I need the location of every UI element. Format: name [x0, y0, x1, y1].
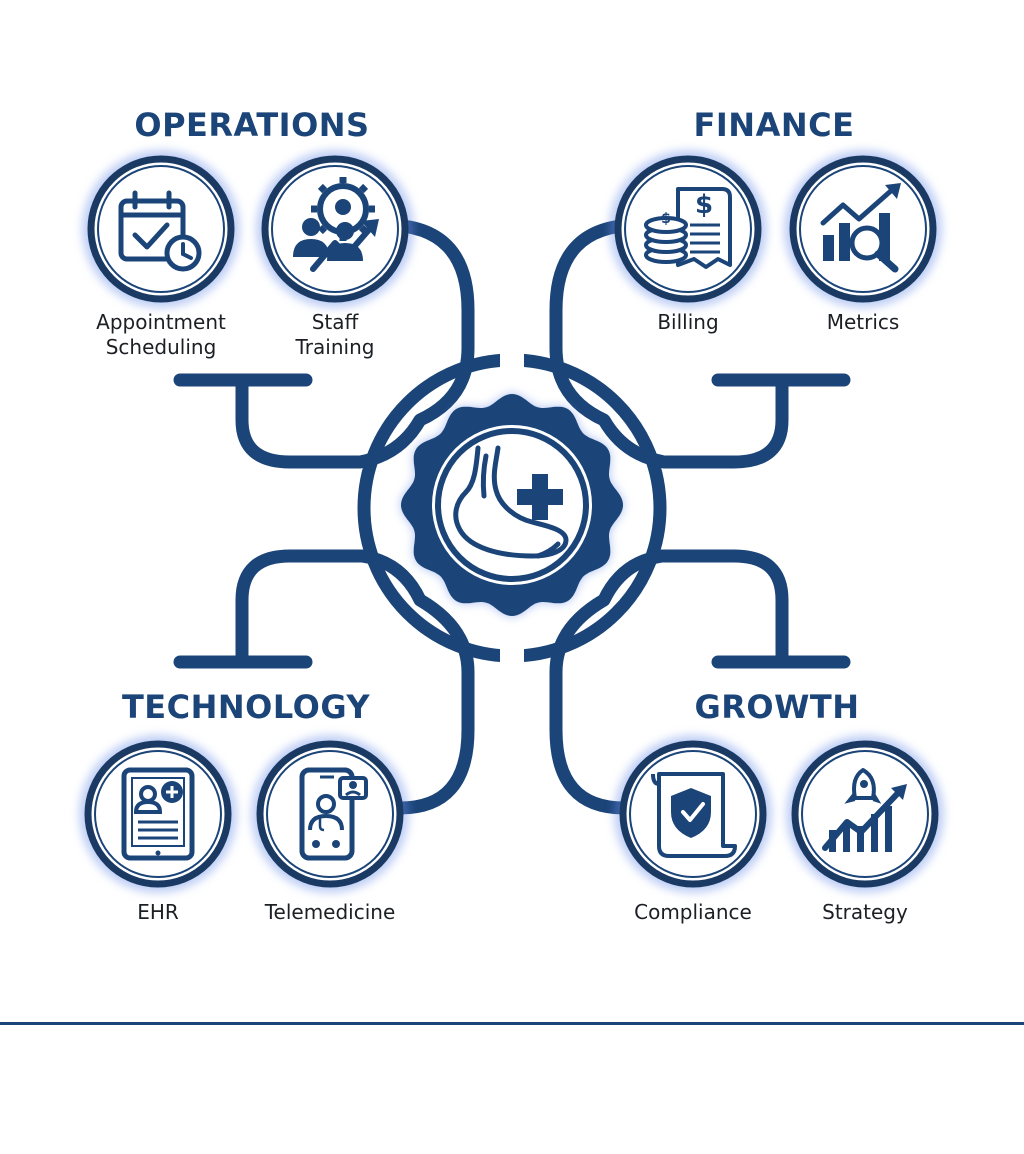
- node-operations-1: [83, 151, 239, 307]
- calendar-clock-icon: [118, 190, 202, 272]
- node-finance-1: $$: [610, 151, 766, 307]
- heading-growth: GROWTH: [694, 688, 860, 726]
- center-emblem: [401, 394, 623, 616]
- node-operations-2: [257, 151, 413, 307]
- svg-text:$: $: [695, 190, 713, 220]
- foot-with-plus-icon: [453, 445, 569, 559]
- heading-finance: FINANCE: [693, 106, 855, 144]
- label-compliance: Compliance: [634, 900, 752, 924]
- label-telemedicine: Telemedicine: [264, 900, 396, 924]
- connector-technology: [235, 549, 475, 815]
- connector-finance: [549, 218, 789, 469]
- coins-invoice-icon: $$: [644, 187, 732, 269]
- phone-doctor-video-icon: [299, 767, 368, 861]
- tablet-patient-record-icon: [121, 767, 195, 861]
- label-billing: Billing: [657, 310, 719, 334]
- connector-growth: [549, 549, 789, 815]
- document-shield-icon: [651, 772, 737, 858]
- node-growth-2: [787, 736, 943, 892]
- heading-operations: OPERATIONS: [134, 106, 370, 144]
- bottom-divider: [0, 1022, 1024, 1025]
- rocket-growth-chart-icon: [822, 768, 907, 852]
- label-metrics: Metrics: [826, 310, 900, 334]
- node-technology-2: [252, 736, 408, 892]
- team-gear-growth-icon: [293, 177, 379, 272]
- node-finance-2: [785, 151, 941, 307]
- node-technology-1: [80, 736, 236, 892]
- label-staff-training: Staff Training: [295, 310, 375, 359]
- connector-operations: [235, 218, 475, 469]
- label-appointment-scheduling: Appointment Scheduling: [96, 310, 226, 359]
- bar-chart-magnifier-icon: [820, 183, 901, 273]
- node-growth-1: [615, 736, 771, 892]
- svg-text:$: $: [661, 211, 671, 227]
- label-strategy: Strategy: [822, 900, 908, 924]
- heading-technology: TECHNOLOGY: [121, 688, 371, 726]
- label-ehr: EHR: [137, 900, 179, 924]
